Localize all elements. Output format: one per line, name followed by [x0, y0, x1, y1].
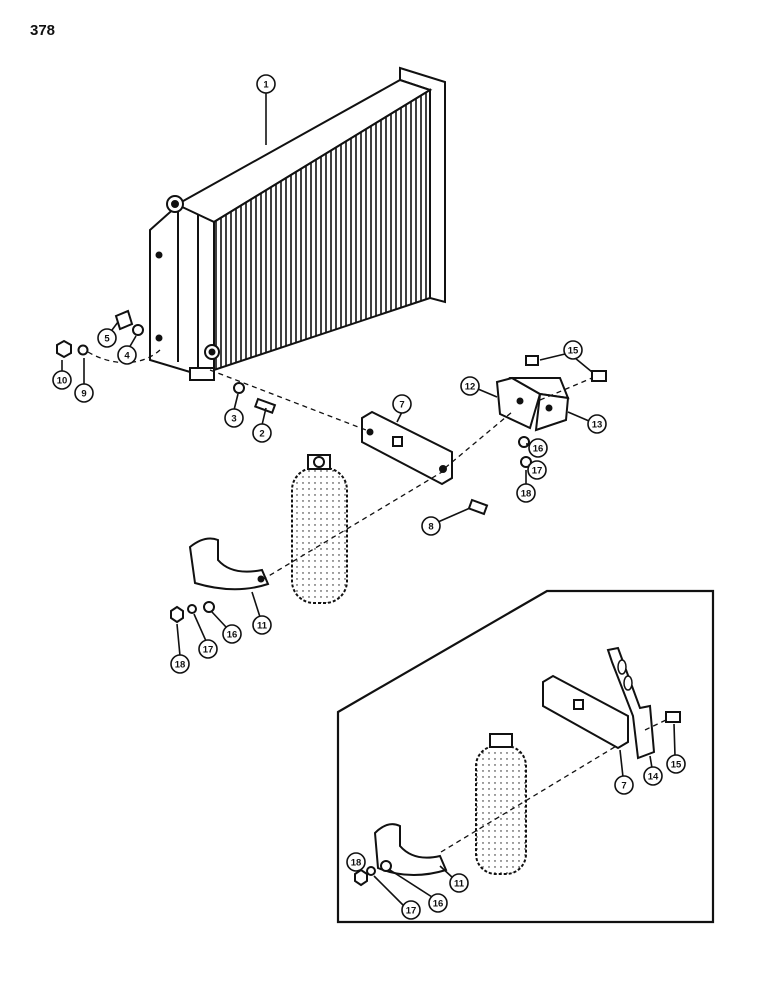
- callout-2: 2: [252, 407, 272, 443]
- callout-label: 2: [259, 429, 264, 440]
- callout-label: 10: [57, 376, 68, 387]
- inset-callout-16: 16: [389, 869, 448, 913]
- brace-brackets: [495, 376, 570, 432]
- condenser-assembly: [149, 66, 446, 381]
- callout-3: 3: [224, 393, 244, 428]
- callout-label: 17: [203, 645, 214, 656]
- inset-callout-18: 18: [346, 852, 366, 872]
- receiver-drier: [291, 454, 348, 604]
- callout-15: 15: [539, 340, 593, 373]
- inset-callout-17: 17: [373, 875, 421, 920]
- callout-label: 17: [406, 906, 417, 917]
- mounting-bracket: [361, 410, 453, 486]
- callout-13: 13: [567, 411, 607, 434]
- callout-label: 7: [621, 781, 626, 792]
- callout-17: 17: [527, 460, 547, 480]
- callout-8: 8: [421, 507, 471, 536]
- callout-label: 3: [231, 414, 236, 425]
- callout-label: 9: [81, 389, 86, 400]
- callout-4: 4: [117, 335, 137, 365]
- callout-label: 8: [428, 522, 433, 533]
- callout-16: 16: [526, 438, 548, 458]
- callout-label: 16: [433, 899, 444, 910]
- callout-12: 12: [460, 376, 498, 398]
- callout-label: 18: [351, 858, 362, 869]
- callout-1: 1: [256, 74, 276, 145]
- callout-9: 9: [74, 358, 94, 403]
- callout-label: 1: [263, 80, 269, 91]
- callout-label: 15: [671, 760, 682, 771]
- callout-label: 13: [592, 420, 603, 431]
- inset-callout-15: 15: [666, 723, 686, 774]
- callout-label: 15: [568, 346, 579, 357]
- callout-label: 17: [532, 466, 543, 477]
- callouts: 1 2 3 4 5 7 8 9 10 11 12 13 15 16 17 18 …: [52, 74, 607, 674]
- callout-10: 10: [52, 360, 72, 390]
- callout-11: 11: [251, 591, 272, 635]
- callout-5: 5: [97, 321, 119, 348]
- callout-label: 14: [648, 772, 659, 783]
- inset-callout-7: 7: [614, 749, 634, 795]
- inset-callout-14: 14: [643, 755, 663, 786]
- callout-label: 5: [104, 334, 110, 345]
- callout-label: 4: [124, 351, 130, 362]
- inset-callouts: 7 14 15 11 16 17 18: [346, 723, 686, 920]
- callout-label: 18: [521, 489, 532, 500]
- callout-label: 11: [454, 879, 465, 890]
- callout-7: 7: [392, 394, 412, 423]
- callout-label: 12: [465, 382, 476, 393]
- callout-label: 18: [175, 660, 186, 671]
- callout-label: 11: [257, 621, 268, 632]
- receiver-clamp: [188, 537, 270, 591]
- inset-box: [336, 589, 715, 924]
- callout-18: 18: [516, 470, 536, 503]
- page-number: 378: [30, 22, 56, 39]
- callout-label: 16: [227, 630, 238, 641]
- callout-label: 16: [533, 444, 544, 455]
- callout-17b: 17: [193, 613, 218, 659]
- callout-18b: 18: [170, 623, 190, 674]
- condenser-header-tank: [149, 203, 215, 374]
- callout-16b: 16: [211, 611, 242, 644]
- callout-label: 7: [399, 400, 404, 411]
- hardware: [56, 309, 607, 624]
- inset-callout-11: 11: [439, 865, 469, 893]
